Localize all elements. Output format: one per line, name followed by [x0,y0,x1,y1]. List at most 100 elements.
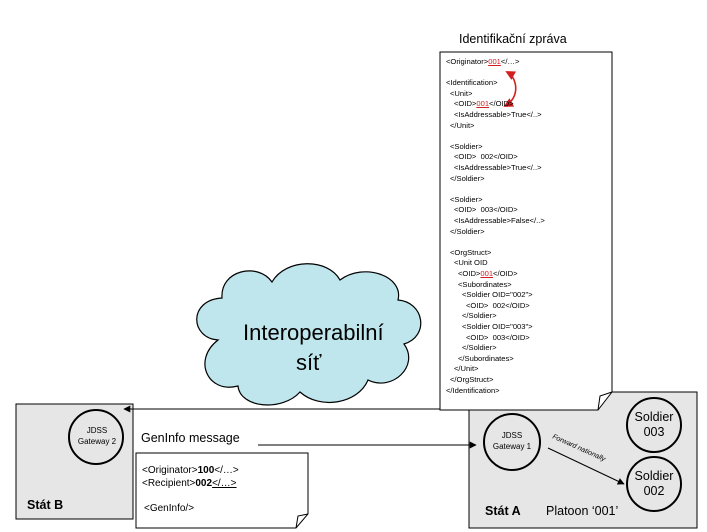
xml-line-text: <OID> 002</OID> [454,152,518,162]
xml-line-text: <OID> [454,99,477,109]
xml-line: <OID>001</OID> [454,99,514,110]
xml-line-suffix: </OID> [489,99,514,109]
cloud-label-line1: Interoperabilní [243,320,384,345]
xml-line-text: </Soldier> [462,311,497,321]
xml-line: <OID> 003</OID> [454,205,518,216]
xml-line-suffix: </OID> [493,269,518,278]
gateway-2-label-line2: Gateway 2 [77,437,117,446]
xml-line: <Unit> [450,89,472,100]
xml-line-suffix: </…> [500,57,520,66]
geninfo-message-label: GenInfo message [141,431,240,445]
xml-line-text: <OID> [458,269,481,278]
geninfo-line-value: 002 [195,477,213,489]
xml-line: <OID>001</OID> [458,269,518,280]
xml-line-text: <IsAddressable>True</..> [454,163,542,172]
state-b-label: Stát B [27,498,64,512]
xml-line-text: </OrgStruct> [450,375,494,384]
xml-line: <OID> 002</OID> [466,301,530,312]
xml-line: </Unit> [450,121,474,132]
gateway-2-label: JDSS Gateway 2 [69,425,125,447]
xml-line: </Soldier> [462,311,497,322]
geninfo-line-value: 100 [197,465,215,476]
xml-line: <Originator>001</…> [446,57,519,68]
xml-line-text: <Soldier> [450,141,483,151]
xml-line-text: <OID> 002</OID> [466,300,530,310]
xml-line-highlight: 001 [476,99,490,109]
interoperability-cloud [196,263,422,406]
soldier-003-label: Soldier 003 [624,410,684,440]
xml-line: <OID> 003</OID> [466,333,530,344]
xml-line-text: <OID> 003</OID> [454,205,518,215]
xml-line-text: <Identification> [446,78,498,88]
soldier-002-circle [626,456,682,512]
xml-line: <Soldier OID="003"> [462,322,533,333]
xml-line: </Soldier> [450,227,485,238]
cloud-label-line2: síť [296,350,322,375]
xml-line-text: <OID> 003</OID> [466,332,530,342]
geninfo-document-fold [295,513,309,529]
xml-line: </Subordinates> [458,354,514,365]
gateway-2-circle [68,409,124,465]
geninfo-line-close: </…> [212,477,237,489]
geninfo-line: <GenInfo/> [144,503,194,514]
xml-line: <Identification> [446,78,498,89]
xml-line: <Soldier> [450,142,483,153]
xml-line-text: <Originator> [446,57,489,66]
geninfo-line-close: </…> [214,465,239,476]
xml-line-text: </Unit> [450,120,475,130]
xml-line-text: <OrgStruct> [450,247,492,257]
xml-line-text: <Soldier OID="003"> [462,322,533,331]
geninfo-line-tag: <Originator> [142,465,198,476]
xml-line: </Identification> [446,386,500,397]
geninfo-document [135,452,309,529]
soldier-003-circle [626,397,682,453]
geninfo-line: <Recipient>002</…> [142,478,237,489]
xml-line: <IsAddressable>True</..> [454,163,542,174]
xml-line-text: <Subordinates> [458,279,512,289]
xml-line-text: <Soldier> [450,194,483,204]
xml-line: <Subordinates> [458,280,512,291]
soldier-002-label-line1: Soldier [634,469,674,483]
xml-line-text: </Subordinates> [458,353,514,363]
geninfo-line-tag: <Recipient> [142,477,196,489]
soldier-002-label: Soldier 002 [624,469,684,499]
platoon-label: Platoon ‘001’ [546,504,619,518]
identification-title: Identifikační zpráva [459,32,567,46]
gateway-1-label: JDSS Gateway 1 [484,430,540,452]
xml-line: <IsAddressable>True</..> [454,110,542,121]
identification-document-fold [597,391,613,411]
xml-line: <Soldier OID="002"> [462,290,533,301]
identification-document [439,51,613,411]
xml-line-highlight: 001 [488,57,501,66]
xml-line: <Soldier> [450,195,483,206]
xml-line: <Unit OID [454,258,488,269]
xml-line-text: </Identification> [446,385,500,395]
xml-line: </OrgStruct> [450,375,493,386]
gateway-1-circle [483,413,541,471]
xml-line-text: </Soldier> [450,173,485,183]
gateway-2-label-line1: JDSS [86,426,108,435]
xml-line-text: <Soldier OID="002"> [462,290,533,300]
xml-line-highlight: 001 [480,269,494,278]
xml-line-text: <IsAddressable>False</..> [454,216,545,225]
gateway-1-label-line2: Gateway 1 [492,442,532,451]
geninfo-line: <Originator>100</…> [142,465,239,476]
soldier-003-label-line2: 003 [643,425,665,439]
xml-line-text: <Unit> [450,88,473,98]
forward-nationally-arrow [547,447,625,485]
xml-line: <OID> 002</OID> [454,152,518,163]
xml-line: </Unit> [454,364,478,375]
geninfo-line-tag: <GenInfo/> [144,502,195,514]
gateway-1-label-line1: JDSS [501,431,523,440]
xml-line-text: </Unit> [454,364,479,374]
xml-line: </Soldier> [462,343,497,354]
xml-line: <IsAddressable>False</..> [454,216,545,227]
xml-line-text: <Unit OID [454,258,488,268]
xml-line: <OrgStruct> [450,248,491,259]
state-a-label: Stát A [485,504,521,518]
oid-reference-arrow [503,71,517,107]
xml-line-text: </Soldier> [450,226,485,236]
xml-line-text: </Soldier> [462,343,497,353]
